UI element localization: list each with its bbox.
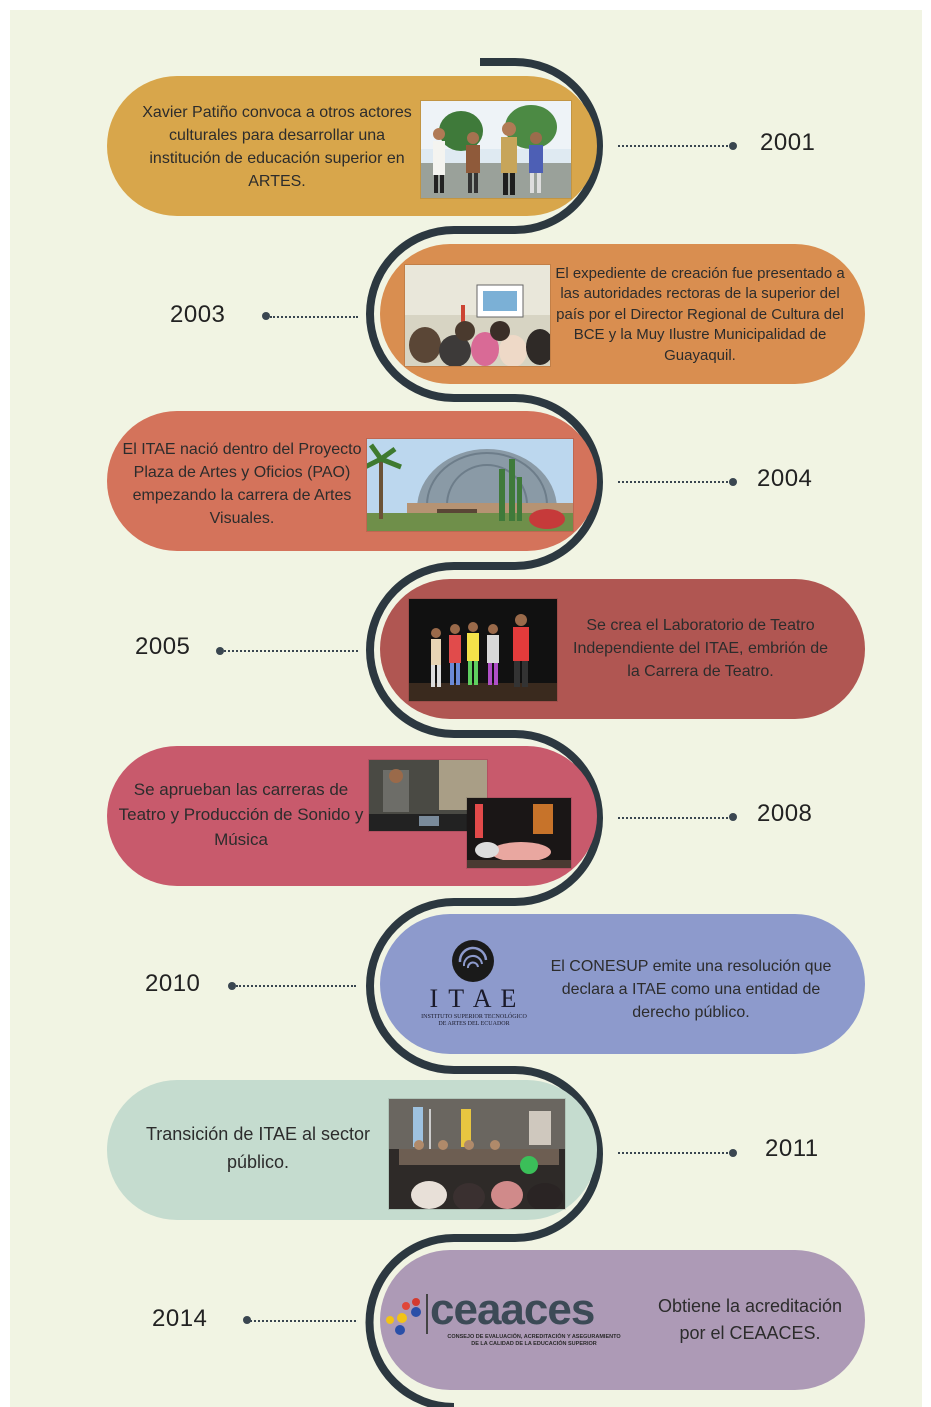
year-label-2004: 2004 [757, 465, 813, 492]
year-label-2008: 2008 [757, 800, 813, 827]
connector-dot-2010 [228, 982, 236, 990]
year-label-2011: 2011 [765, 1135, 819, 1162]
connector-dot-2003 [262, 312, 270, 320]
event-pill-2014 [380, 1250, 865, 1390]
connector-2010 [236, 985, 356, 987]
itae-logo: I T A E Instituto Superior Tecnológico d… [408, 938, 540, 1032]
dance-performance-photo [466, 797, 572, 869]
ceaaces-logo: ceaaces CONSEJO DE EVALUACIÓN, ACREDITAC… [382, 1285, 638, 1354]
connector-2003 [270, 316, 358, 318]
connector-2004 [618, 481, 732, 483]
year-label-2003: 2003 [170, 301, 226, 328]
audience-presentation-photo [404, 264, 551, 367]
itae-subtitle-1: Instituto Superior Tecnológico [421, 1014, 527, 1020]
event-text-2001: Xavier Patiño convoca a otros actores cu… [142, 104, 412, 190]
year-label-2010: 2010 [145, 970, 201, 997]
connector-dot-2004 [729, 478, 737, 486]
connector-dot-2005 [216, 647, 224, 655]
dome-building-photo [366, 438, 574, 532]
ceaaces-subtitle-2: DE LA CALIDAD DE LA EDUCACIÓN SUPERIOR [471, 1341, 597, 1347]
itae-wordmark: I T A E [429, 984, 519, 1013]
event-text-2008: Se aprueban las carreras de Teatro y Pro… [118, 779, 364, 849]
ceaaces-subtitle-1: CONSEJO DE EVALUACIÓN, ACREDITACIÓN Y AS… [447, 1334, 621, 1340]
theatre-stage-photo [408, 598, 558, 702]
connector-2014 [250, 1320, 356, 1322]
event-text-2005: Se crea el Laboratorio de Teatro Indepen… [573, 616, 828, 680]
year-label-2001: 2001 [760, 129, 816, 156]
connector-2001 [618, 145, 732, 147]
connector-dot-2001 [729, 142, 737, 150]
event-pill-2010 [380, 914, 865, 1054]
ceaaces-wordmark: ceaaces [430, 1285, 595, 1334]
itae-subtitle-2: de Artes del Ecuador [438, 1021, 510, 1027]
connector-2005 [224, 650, 358, 652]
year-label-2005: 2005 [135, 633, 191, 660]
connector-dot-2014 [243, 1316, 251, 1324]
event-text-2004: El ITAE nació dentro del Proyecto Plaza … [122, 441, 362, 527]
ceaaces-divider [426, 1294, 428, 1334]
event-text-2010: El CONESUP emite una resolución que decl… [550, 957, 832, 1021]
connector-2008 [618, 817, 732, 819]
event-text-2011: Transición de ITAE al sector público. [145, 1124, 371, 1172]
year-label-2014: 2014 [152, 1305, 208, 1332]
event-text-2003: El expediente de creación fue presentado… [555, 264, 845, 364]
conference-photo [388, 1098, 566, 1210]
connector-dot-2011 [729, 1149, 737, 1157]
group-walking-photo [420, 100, 572, 199]
ceaaces-dots-icon [386, 1298, 421, 1335]
itae-swirl-icon [452, 940, 494, 982]
connector-dot-2008 [729, 813, 737, 821]
event-text-2014: Obtiene la acreditación por el CEAACES. [657, 1296, 843, 1343]
connector-2011 [618, 1152, 732, 1154]
